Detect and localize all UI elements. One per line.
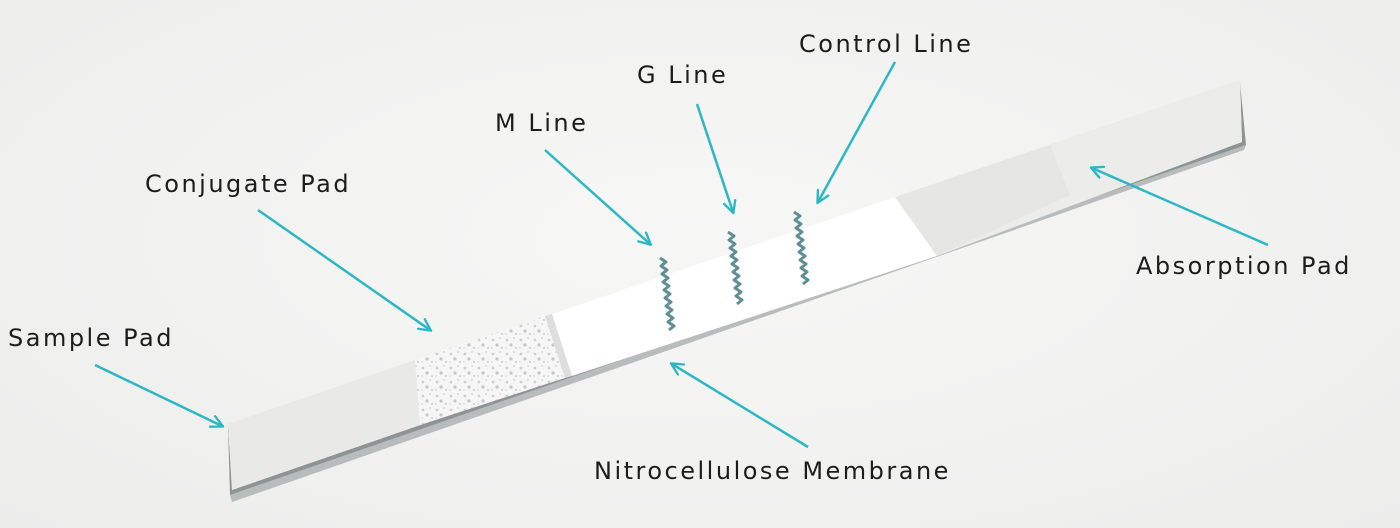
nitrocellulose-membrane-label: Nitrocellulose Membrane xyxy=(594,457,951,485)
nitrocellulose-membrane-arrow xyxy=(672,364,809,449)
conjugate-pad-label: Conjugate Pad xyxy=(145,170,352,198)
control-line-label: Control Line xyxy=(799,30,974,58)
sample-pad xyxy=(228,360,420,490)
nitrocellulose-membrane xyxy=(552,197,937,376)
g-line-label: G Line xyxy=(637,61,729,89)
sample-pad-arrow xyxy=(94,363,222,426)
g-line-arrow xyxy=(695,103,733,212)
absorption-pad-label: Absorption Pad xyxy=(1136,252,1352,280)
conjugate-pad xyxy=(415,316,565,425)
m-line-label: M Line xyxy=(495,109,589,137)
control-line-arrow xyxy=(818,61,897,202)
m-line-arrow xyxy=(544,149,650,244)
conjugate-pad-arrow xyxy=(257,208,430,330)
conjugate-pad-edge xyxy=(545,314,572,378)
absorption-pad-arrow xyxy=(1092,168,1269,247)
g-test-line xyxy=(727,230,744,306)
control-test-line xyxy=(793,210,810,286)
m-test-line xyxy=(659,256,676,332)
sample-pad-label: Sample Pad xyxy=(8,324,174,352)
strip-shadow xyxy=(230,145,1246,502)
absorption-pad-shade xyxy=(895,145,1070,256)
